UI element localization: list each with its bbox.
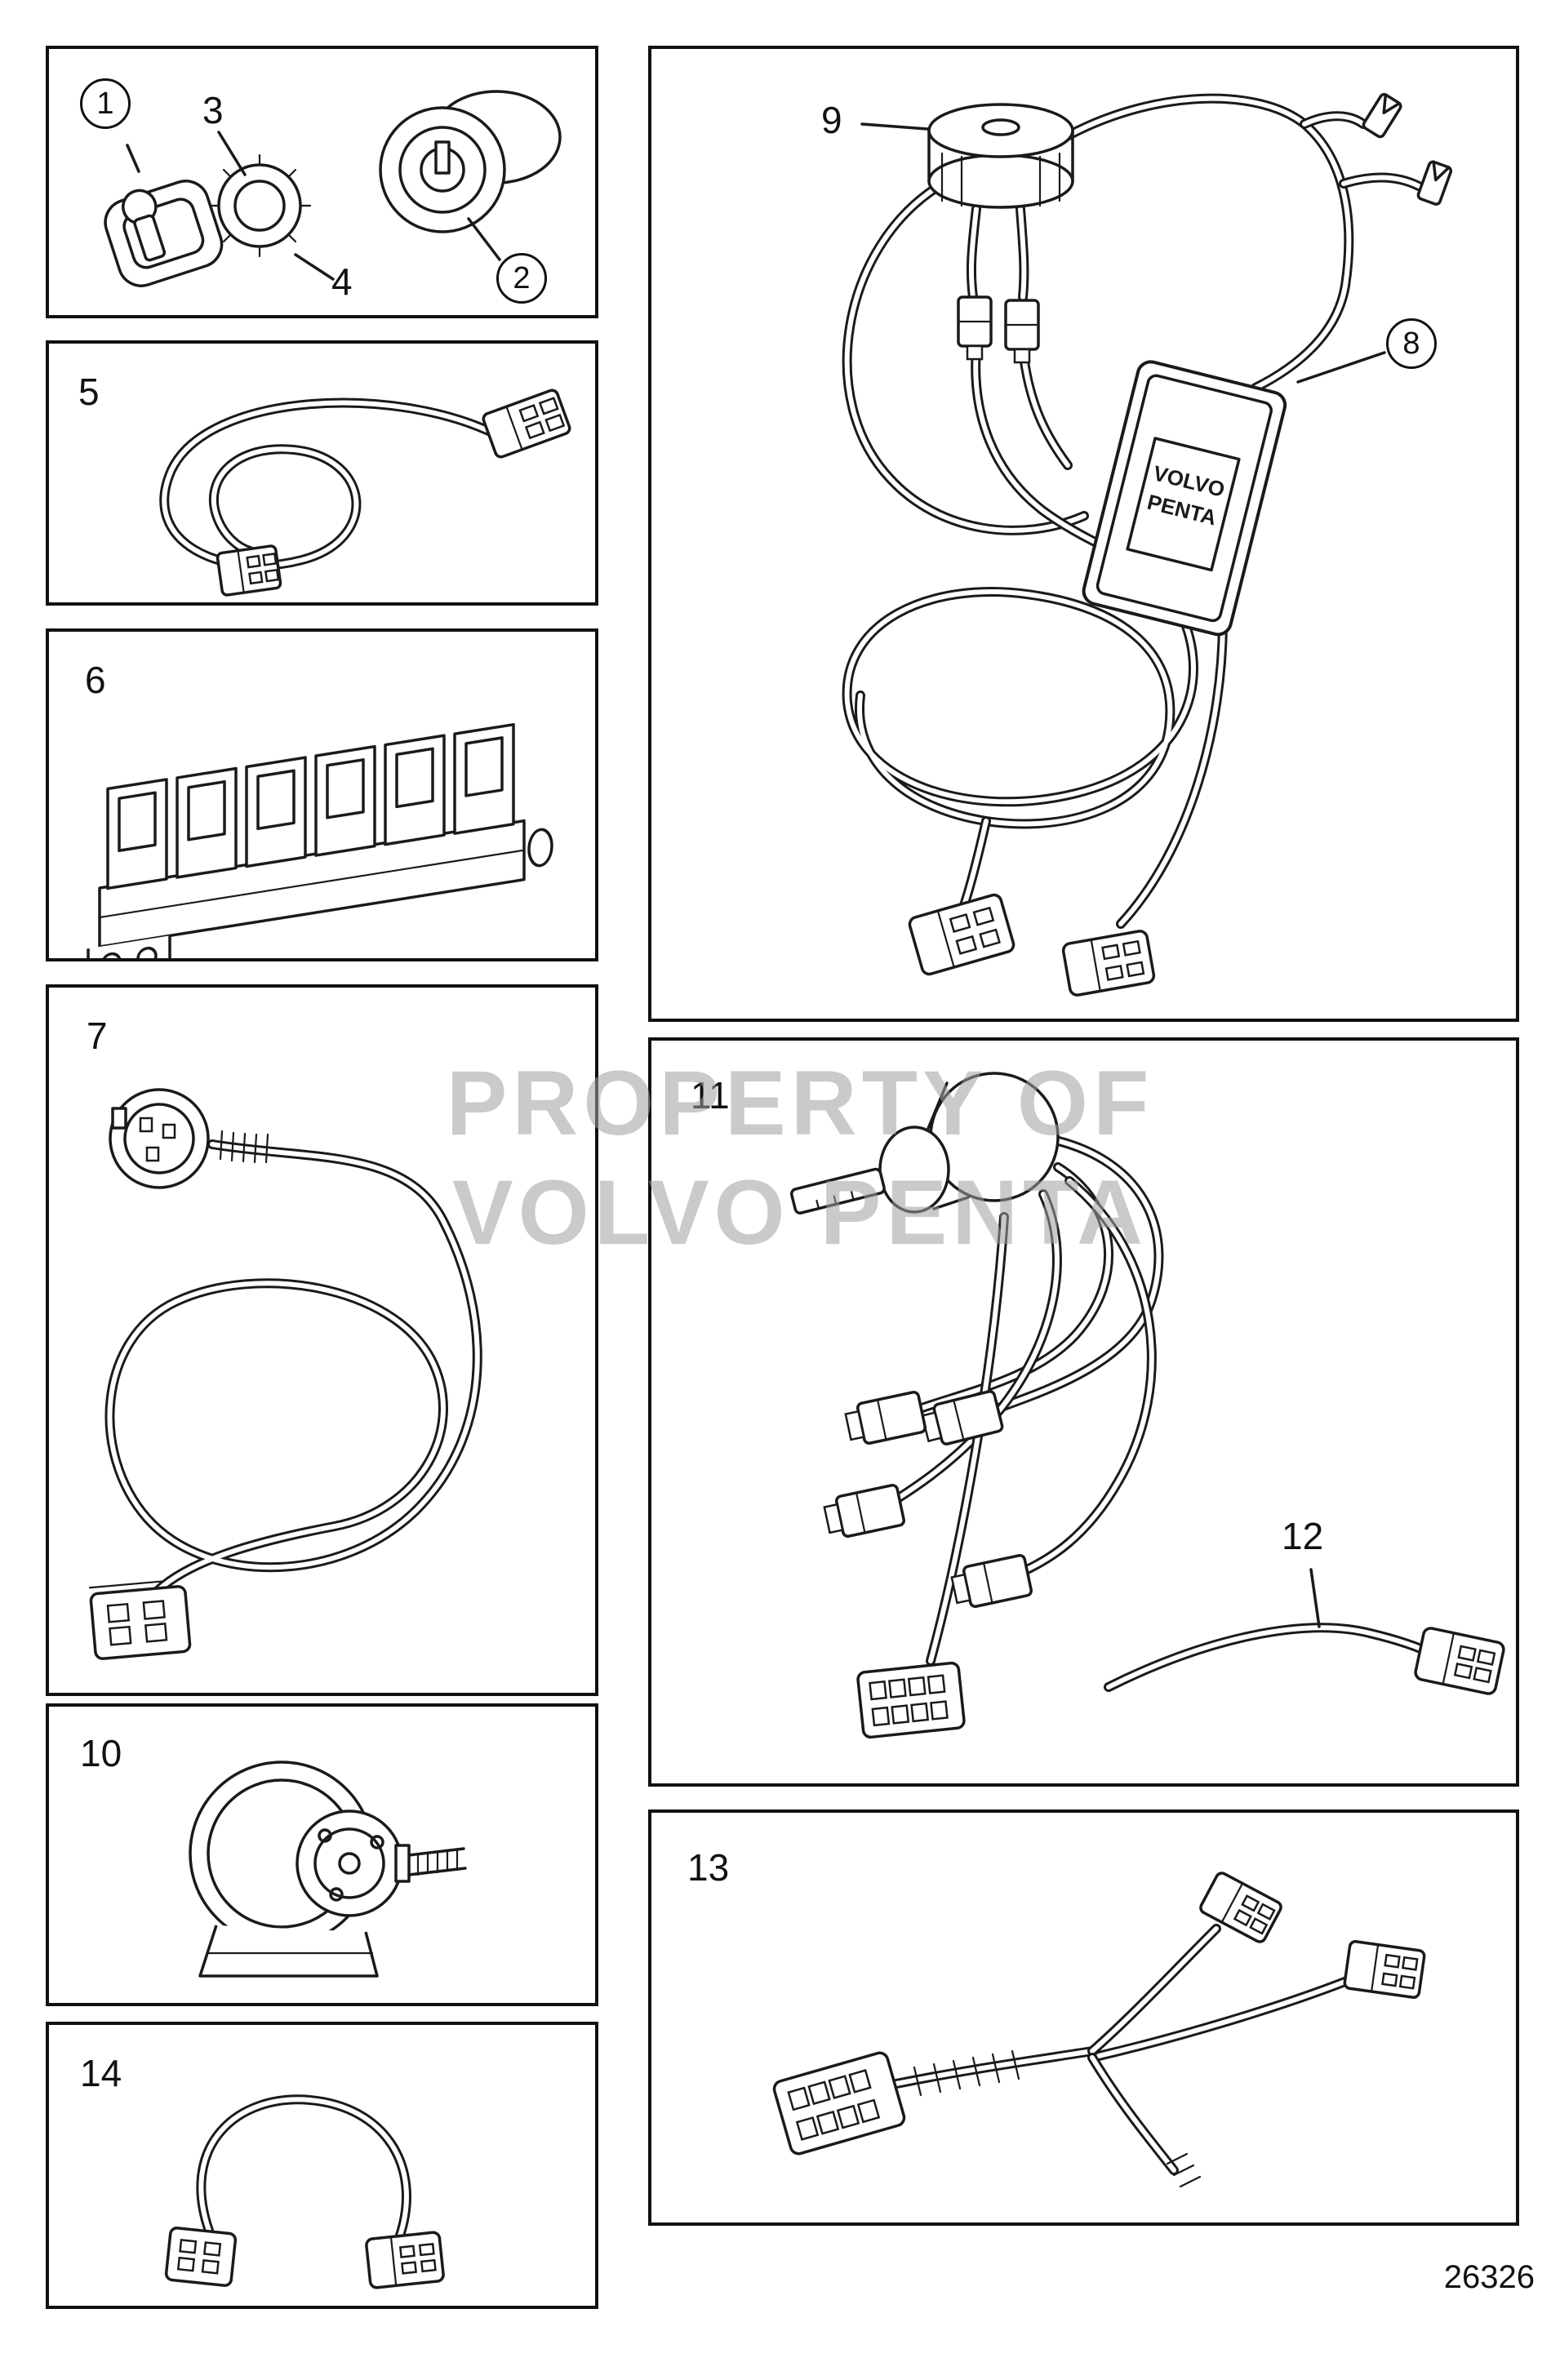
jumper-cable-drawing [164,2025,445,2289]
connector [365,2231,445,2289]
threaded-stud [394,1844,467,1883]
switch-harness-drawing [789,1072,1505,1739]
relay-box: VOLVO PENTA [1082,360,1287,637]
panel-connector-block: 6 [46,628,598,961]
fork-terminal [1416,160,1453,206]
callout-2: 2 [496,253,547,304]
callout-8: 8 [1386,318,1437,369]
callout-11: 11 [691,1074,730,1117]
multi-pin-connector [856,1661,966,1739]
spade-connector [957,295,993,361]
switch-cylinder [379,90,562,233]
connector [1199,1872,1282,1943]
extension-cable-drawing [49,389,571,597]
round-connector [109,1088,210,1189]
connector [1061,930,1156,997]
cable [1051,99,1349,388]
ring-nut [207,153,312,258]
panel-jumper-cable: 14 [46,2022,598,2309]
connector [950,1554,1033,1608]
connector [844,1391,927,1445]
callout-6: 6 [85,659,106,701]
relay-assembly-drawing: VOLVO PENTA [651,92,1453,997]
callout-13: 13 [687,1846,730,1889]
leader-1 [126,144,140,173]
leader-2 [467,217,501,261]
connector [482,389,571,459]
leader-12 [1309,1568,1321,1628]
callout-9: 9 [821,99,842,141]
leader-4 [294,253,335,281]
ignition-switch-drawing [104,90,562,287]
sender-body [189,1761,403,1978]
fork-terminal [1362,92,1402,139]
sender-drawing [189,1761,467,1978]
leader-3 [217,131,247,176]
connector [1414,1627,1505,1695]
drawing-number: 26326 [1443,2259,1535,2295]
corrugated-sleeve [219,1130,269,1164]
connector [216,544,282,597]
adapter-harness-drawing [772,1872,1426,2188]
connector [908,893,1015,976]
callout-10: 10 [80,1732,122,1774]
leader-8 [1296,351,1386,384]
callout-12: 12 [1282,1515,1324,1557]
callout-4: 4 [331,260,353,303]
panel-main-harness: 7 [46,984,598,1696]
callout-14: 14 [80,2052,122,2094]
callout-5: 5 [78,371,100,413]
panel-extension-cable: 5 [46,340,598,606]
corrugated-sleeve [913,2049,1020,2097]
callout-7: 7 [87,1015,108,1057]
spade-connector [1004,299,1040,364]
multi-pin-connector [772,2051,906,2156]
connector [1343,1940,1426,1999]
main-harness-drawing [88,1088,595,1660]
callout-3: 3 [202,89,224,131]
key-switch [789,1072,1060,1214]
connector-block-drawing [87,722,553,958]
panel-switch-harness: 11 12 [648,1037,1519,1787]
panel-ignition-switch: 1 3 2 4 [46,46,598,318]
key-cover [104,180,224,287]
connector-block [87,722,553,958]
connector [921,1390,1004,1445]
taped-end [1166,2152,1202,2188]
panel-adapter-harness: 13 [648,1809,1519,2226]
cap [927,103,1074,209]
panel-sender: 10 [46,1703,598,2006]
connector [164,2227,238,2287]
connector [88,1580,192,1660]
callout-1: 1 [80,78,131,129]
leader-9 [860,122,929,131]
cable [109,1144,477,1595]
panel-relay-assembly: VOLVO PENTA 9 8 [648,46,1519,1022]
connector [823,1484,906,1538]
